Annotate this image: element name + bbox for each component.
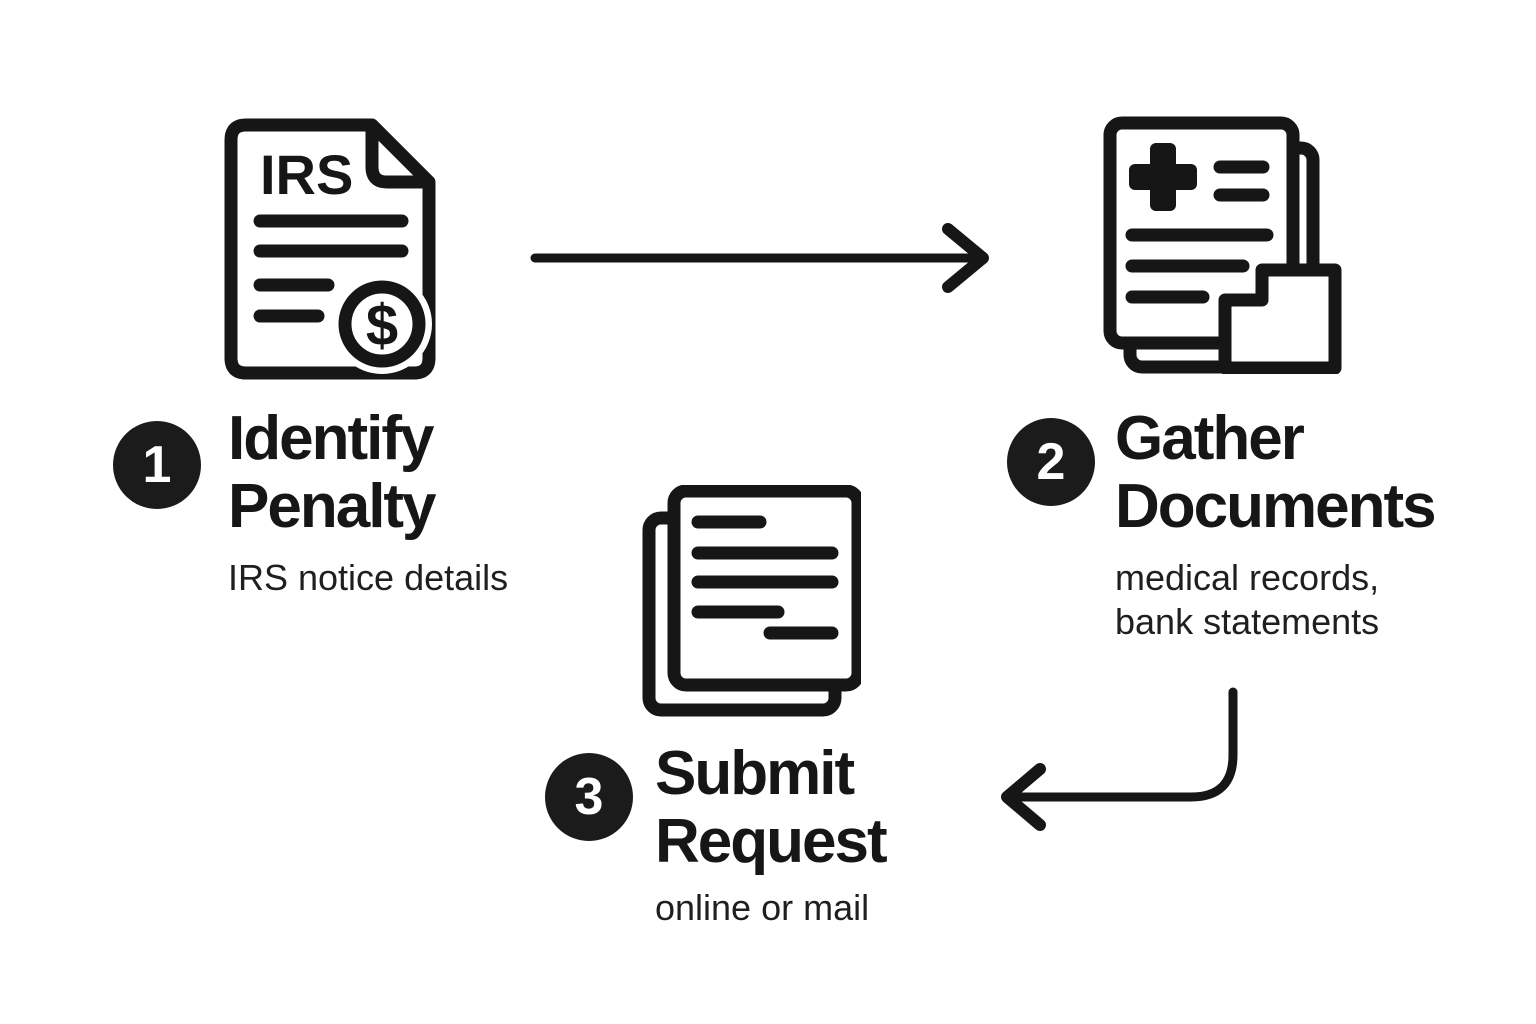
document-text-lines <box>691 515 839 640</box>
step-2-title: Gather Documents <box>1115 404 1437 541</box>
step-1-subtitle: IRS notice details <box>228 557 509 598</box>
folder-icon <box>1218 263 1342 374</box>
step-1-title: Identify Penalty <box>228 404 437 541</box>
medical-records-folder-icon <box>1103 116 1342 374</box>
arrow-shaft <box>1005 687 1238 802</box>
arrowhead-left <box>1001 763 1046 831</box>
medical-cross-icon <box>1129 143 1197 211</box>
dollar-sign: $ <box>366 293 398 358</box>
step-3-number-badge: 3 <box>545 753 633 841</box>
arrow-step2-to-step3-icon <box>1001 687 1238 831</box>
step-1-number-badge: 1 <box>113 421 201 509</box>
irs-notice-document-icon: IRS $ <box>224 118 436 380</box>
arrowhead-right <box>942 223 989 293</box>
step-2-subtitle: medical records, bank statements <box>1115 557 1380 642</box>
irs-label: IRS <box>260 143 353 206</box>
step-3-title: Submit Request <box>655 739 888 876</box>
step-2-number-badge: 2 <box>1007 418 1095 506</box>
document-text-lines <box>253 214 409 323</box>
arrow-step1-to-step2-icon <box>530 223 989 293</box>
stacked-papers-icon <box>642 485 861 717</box>
step-3-subtitle: online or mail <box>655 887 870 928</box>
document-text-lines <box>1125 160 1274 304</box>
folded-corner <box>365 125 429 189</box>
dollar-circle-icon <box>338 280 426 368</box>
